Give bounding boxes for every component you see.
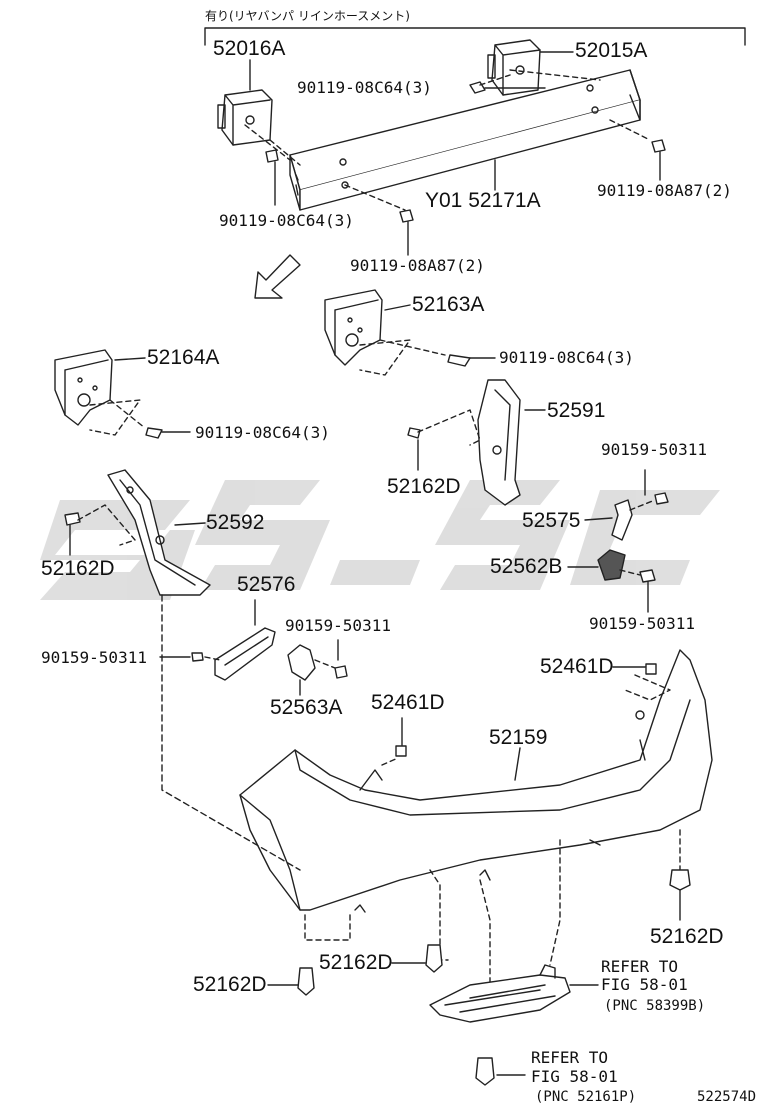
direction-arrow-icon (254, 254, 301, 299)
bolt-icon (265, 81, 666, 223)
clip-52575 (611, 499, 633, 541)
part-label-52016A: 52016A (213, 37, 286, 60)
part-label-bolt-4: 90119-08A87(2) (350, 256, 485, 275)
bracket-52576 (214, 627, 276, 681)
part-label-bolt-5: 90119-08C64(3) (499, 348, 634, 367)
part-label-52164A: 52164A (147, 346, 220, 369)
part-label-52591: 52591 (547, 399, 606, 422)
part-label-bolt-2: 90119-08C64(3) (219, 211, 354, 230)
header-caption: 有り(リヤバンパ リインホースメント) (205, 9, 410, 23)
bracket-52163A (324, 289, 383, 366)
part-label-52563A: 52563A (270, 696, 343, 719)
part-label-52461D-b: 52461D (371, 691, 445, 714)
bracket-52164A (54, 349, 113, 426)
under-cover-part (429, 964, 571, 1023)
part-label-52575: 52575 (522, 509, 581, 532)
part-label-screw-2: 90159-50311 (589, 614, 695, 633)
bracket-52563A (287, 644, 316, 681)
part-label-52461D-a: 52461D (540, 655, 614, 678)
bracket-52591 (477, 379, 521, 506)
bracket-52015A (487, 39, 541, 96)
bracket-52592 (107, 469, 211, 596)
push-clip-icon (297, 869, 691, 1086)
part-label-bolt-3: 90119-08A87(2) (597, 181, 732, 200)
figure-id: 522574D (697, 1089, 757, 1105)
part-label-clip-3: 52162D (650, 925, 724, 948)
part-label-52562B: 52562B (490, 555, 563, 578)
refer-to-2-pnc: (PNC 52161P) (535, 1089, 637, 1105)
part-label-52015A: 52015A (575, 39, 648, 62)
refer-to-1-pnc: (PNC 58399B) (604, 998, 706, 1014)
part-label-clip-5: 52162D (193, 973, 267, 996)
part-label-bolt-6: 90119-08C64(3) (195, 423, 330, 442)
part-label-52163A: 52163A (412, 293, 485, 316)
refer-to-1-line2: FIG 58-01 (601, 975, 688, 994)
part-label-screw-4: 90159-50311 (41, 648, 147, 667)
part-label-clip-4: 52162D (319, 951, 393, 974)
part-label-52576: 52576 (237, 573, 296, 596)
bumper-cover-52159 (239, 649, 713, 913)
part-label-52159: 52159 (489, 726, 548, 749)
refer-to-2-line1: REFER TO (531, 1048, 609, 1067)
refer-to-2-line2: FIG 58-01 (531, 1067, 618, 1086)
refer-to-1-line1: REFER TO (601, 957, 679, 976)
bumper-reinforcement (289, 69, 641, 211)
part-label-screw-3: 90159-50311 (285, 616, 391, 635)
part-label-52592: 52592 (206, 511, 265, 534)
part-label-bolt-1: 90119-08C64(3) (297, 78, 432, 97)
retainer-52562B (597, 549, 626, 581)
part-label-screw-1: 90159-50311 (601, 440, 707, 459)
part-label-clip-2: 52162D (41, 557, 115, 580)
part-label-clip-1: 52162D (387, 475, 461, 498)
bracket-52016A (217, 89, 273, 146)
part-label-reinforcement: Y01 52171A (425, 189, 541, 212)
